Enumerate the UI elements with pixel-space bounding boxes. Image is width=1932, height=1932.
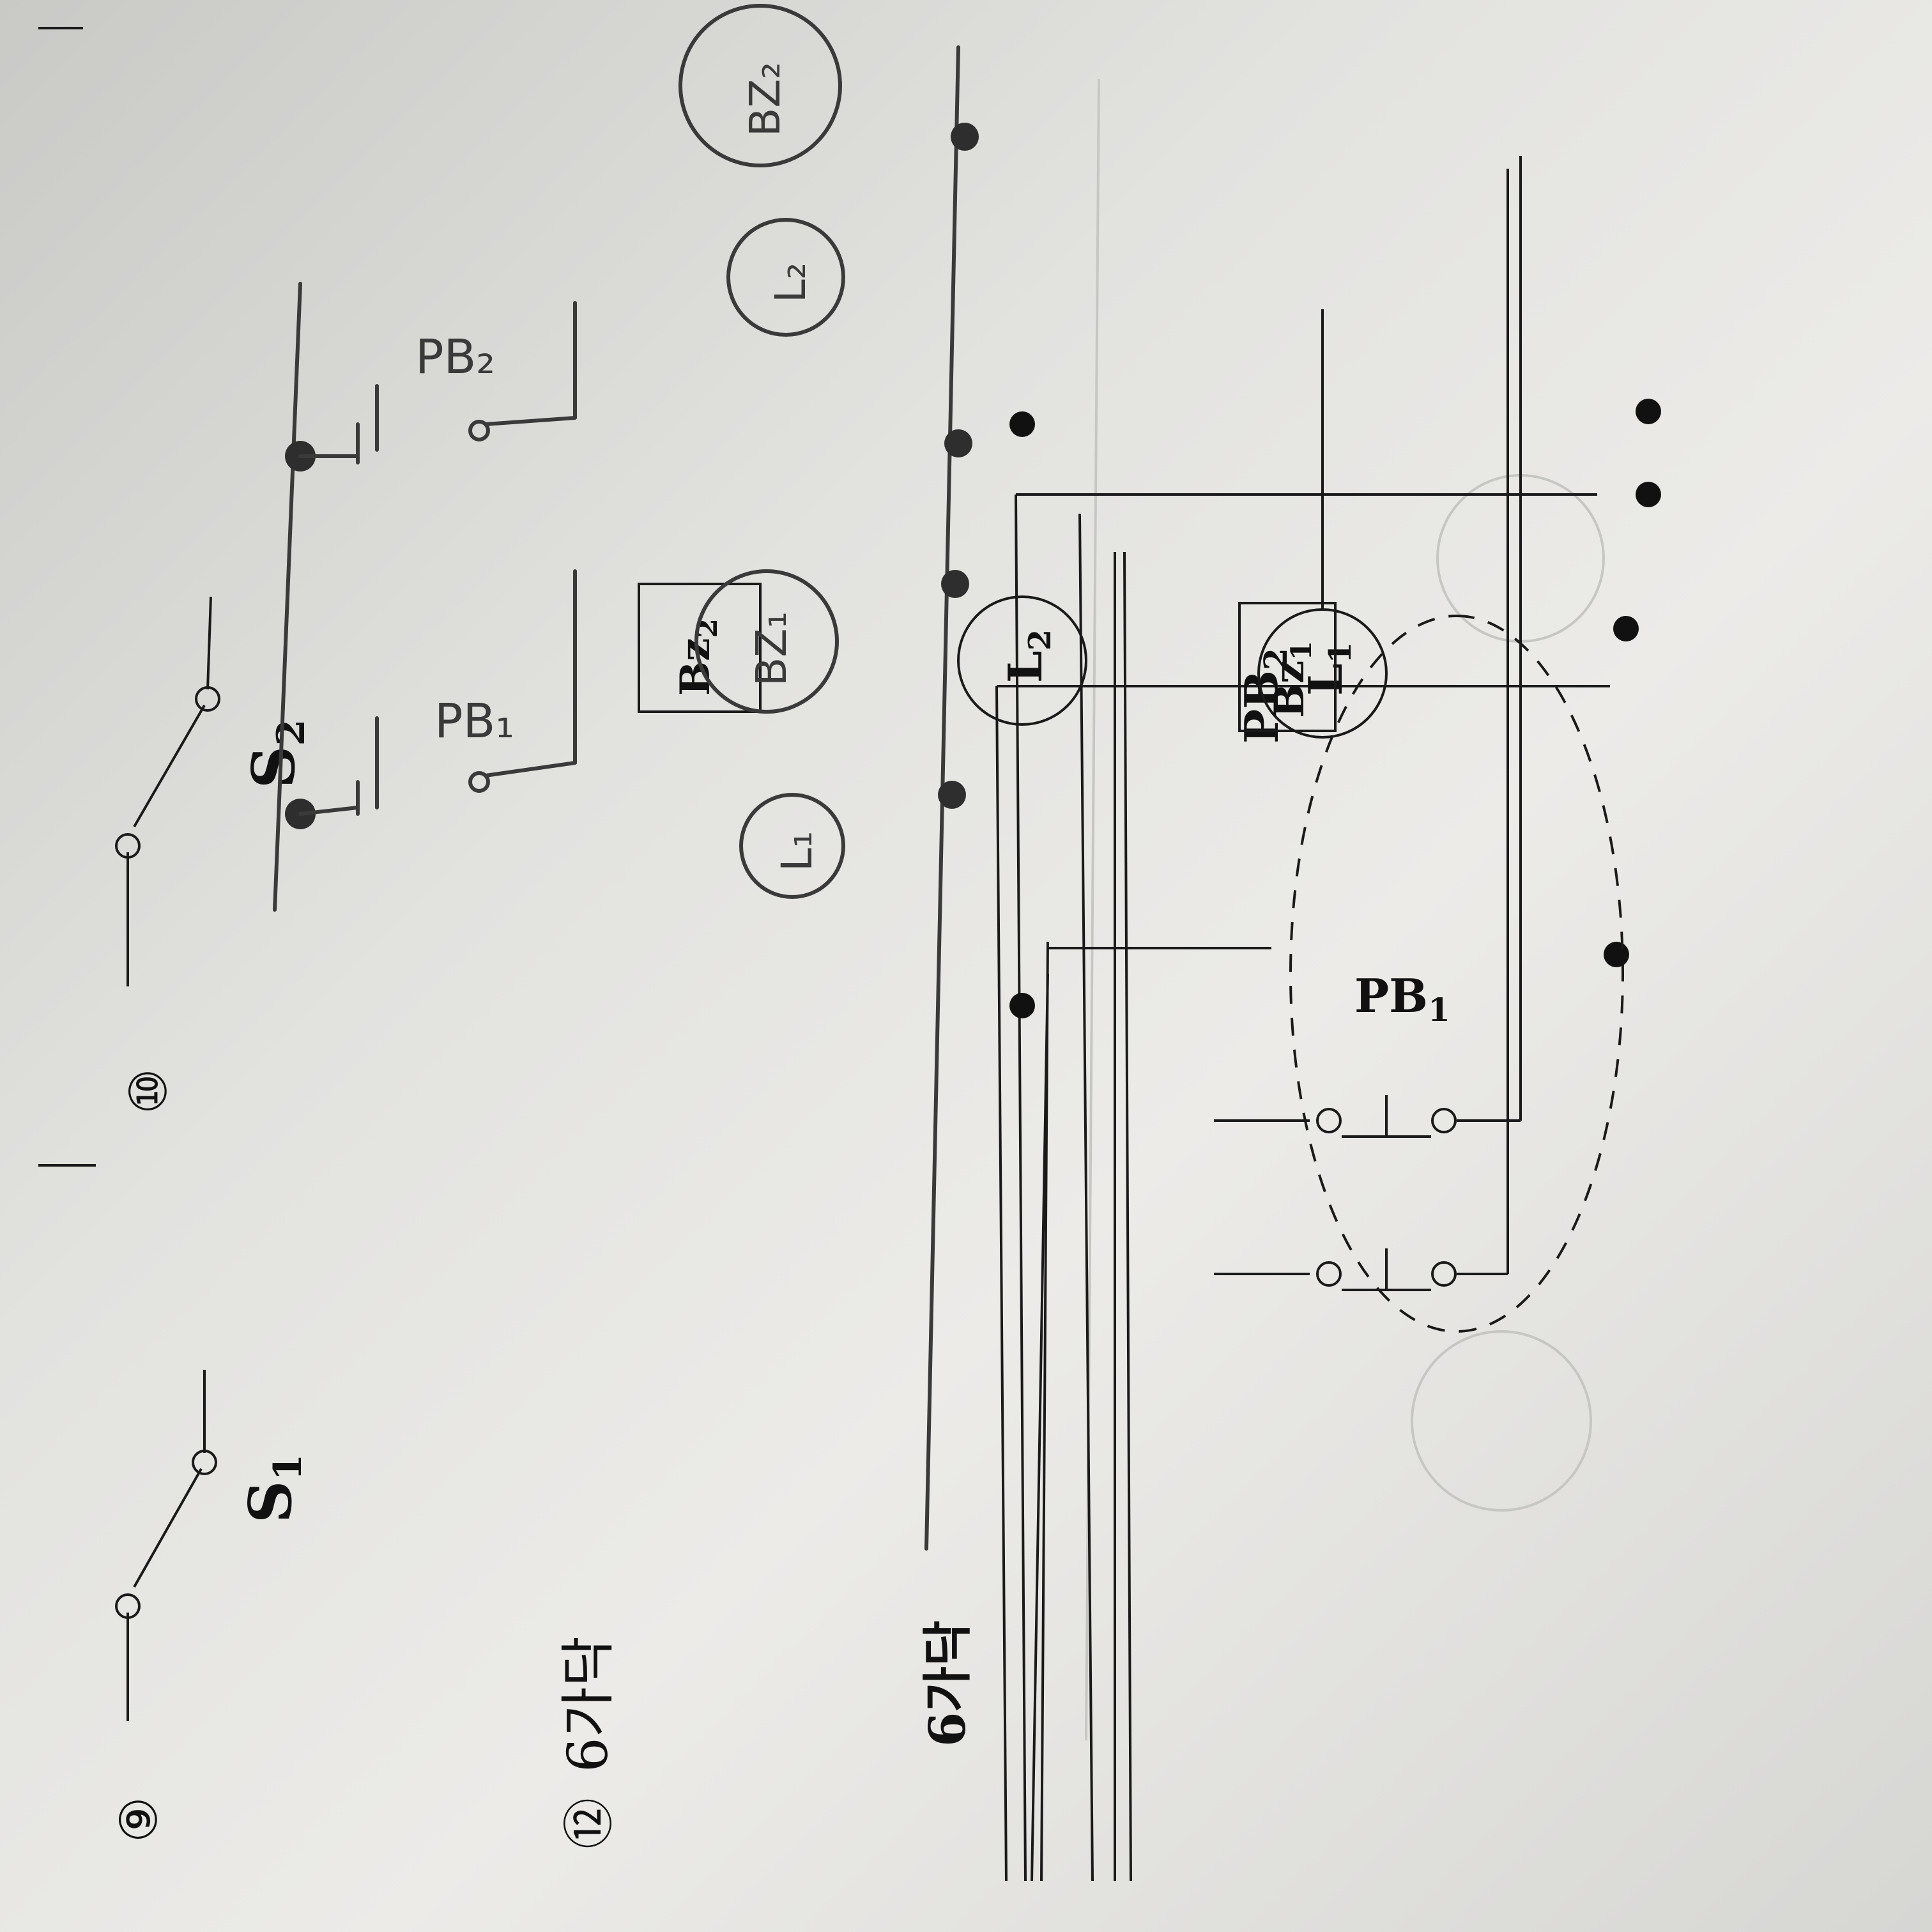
switch-s2-right-lead <box>206 596 212 690</box>
problem-10: ⑩ S2 <box>38 27 314 1114</box>
bz2-buzzer: Bz2 <box>638 583 762 713</box>
sketch-bz2-label: BZ₂ <box>740 62 790 137</box>
pb1-label: PB1 <box>1354 969 1450 1029</box>
wire-1-rail <box>1040 941 1049 1882</box>
problem-12-answer: 6가닥 <box>556 1636 620 1772</box>
switch-s2-right-contact <box>195 686 220 712</box>
bundle-ellipse <box>1289 615 1624 1333</box>
bleed-through <box>1085 79 1605 1741</box>
bz1-label: Bz1 <box>1266 641 1318 718</box>
pb1-pushbutton: PB1 <box>1214 169 1509 1291</box>
sketch-bz1-circle <box>694 569 839 714</box>
wire-count-label: 6가닥 <box>919 1620 977 1747</box>
sketch-pb2-label: PB₂ <box>415 330 495 385</box>
switch-s1-right-contact <box>192 1450 217 1475</box>
problem-9-number: ⑨ <box>109 1797 169 1843</box>
wire-3 <box>1015 494 1027 1882</box>
l1-lamp: L1 <box>1257 309 1388 739</box>
switch-s1-blade <box>133 1468 203 1588</box>
sketch-pb1-label: PB₁ <box>434 694 514 749</box>
l2-lamp: L2 <box>957 595 1087 726</box>
sketch-l2-circle <box>726 218 845 337</box>
switch-s2-left-contact <box>115 833 141 859</box>
wire-6 <box>1123 551 1132 1882</box>
sketch-bz2-circle <box>678 4 842 167</box>
problem-12: ⑫ 6가닥 <box>556 1636 620 1849</box>
switch-s1-label: S1 <box>236 1454 310 1523</box>
wire-2 <box>995 686 1008 1882</box>
sketch-l1-label: L₁ <box>772 831 822 871</box>
problem-10-number: ⑩ <box>119 1068 178 1114</box>
sketch-bus-top <box>273 282 302 912</box>
wire-5 <box>1078 513 1094 1882</box>
l1-label: L1 <box>1298 642 1358 696</box>
l2-label: L2 <box>998 629 1058 683</box>
printed-schematic: 6가닥 PB1 <box>638 156 1661 1882</box>
pencil-sketch: PB₁ PB₂ L₁ BZ₁ L₂ BZ₂ <box>273 4 979 1551</box>
sketch-bz1-label: BZ₁ <box>747 611 796 686</box>
sketch-l2-label: L₂ <box>766 263 815 303</box>
switch-s2-label: S2 <box>239 719 314 788</box>
wire-1 <box>1031 973 1049 1882</box>
switch-s2-blade <box>133 704 206 828</box>
sketch-l1-circle <box>739 793 845 899</box>
problem-9: ⑨ S1 <box>38 1164 310 1843</box>
problem-12-number: ⑫ <box>560 1798 619 1849</box>
bz1-buzzer: Bz1 <box>1238 602 1337 732</box>
switch-s1-left-contact <box>115 1593 141 1619</box>
